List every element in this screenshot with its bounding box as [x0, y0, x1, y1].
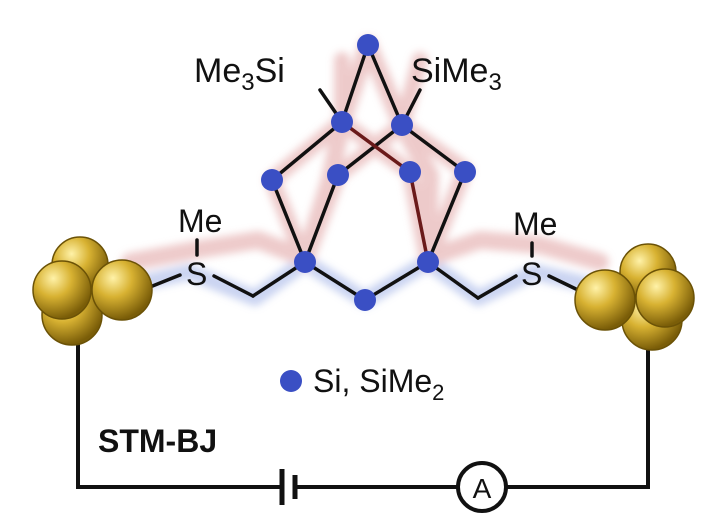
label-methyl-right: Me: [513, 206, 557, 242]
technique-label: STM-BJ: [98, 423, 217, 459]
legend-text: Si, SiMe2: [313, 363, 444, 405]
bond-au-s-left: [148, 273, 182, 289]
si-atom-cage-right-inner: [399, 161, 421, 183]
bond-cage-2: [270, 120, 344, 182]
gold-cluster-icon-left: [32, 236, 153, 346]
si-atom-bridge-right: [417, 251, 439, 273]
si-atom-tms-left: [331, 111, 353, 133]
bond-ch2-s-right: [476, 274, 518, 300]
circuit-wire-left: [76, 340, 280, 489]
bond-si-si-bottom-right: [363, 260, 430, 302]
legend-si-marker: [280, 370, 302, 392]
bond-cage-dark-2: [408, 170, 430, 264]
si-atom-tms-right: [391, 114, 413, 136]
ammeter-label: A: [473, 473, 492, 504]
label-tms-right: SiMe3: [411, 52, 502, 96]
bond-cage-dark-1: [340, 120, 412, 174]
battery-icon: [279, 469, 298, 505]
gold-cluster-icon-right: [574, 243, 695, 351]
si-atom-cage-left-outer: [261, 169, 283, 191]
ammeter-icon: A: [456, 461, 508, 513]
bond-cage-3: [303, 173, 340, 264]
bond-s-au-right: [547, 274, 580, 292]
bond-cage-6: [426, 170, 467, 264]
label-tms-left: Me3Si: [194, 52, 285, 96]
bond-cage-7: [340, 43, 370, 124]
label-sulfur-right: S: [521, 256, 542, 292]
si-atom-cage-left-inner: [327, 164, 349, 186]
si-atom-bridge-left: [294, 251, 316, 273]
bond-s-ch2-left: [212, 274, 255, 298]
silicon-atoms: [261, 34, 476, 311]
circuit-wire-right: [507, 340, 650, 489]
bond-cage-5: [400, 123, 467, 174]
label-methyl-left: Me: [178, 203, 222, 239]
si-atom-cage-right-outer: [454, 161, 476, 183]
bond-cage-4: [336, 123, 404, 177]
glow-red-cage: [264, 52, 473, 270]
circuit: [76, 340, 650, 489]
si-atom-bottom: [354, 289, 376, 311]
bond-si-si-bottom-left: [303, 260, 367, 302]
label-sulfur-left: S: [186, 256, 207, 292]
si-atom-top: [357, 34, 379, 56]
bond-cage-8: [366, 43, 404, 127]
bond-cage-1: [270, 178, 307, 264]
